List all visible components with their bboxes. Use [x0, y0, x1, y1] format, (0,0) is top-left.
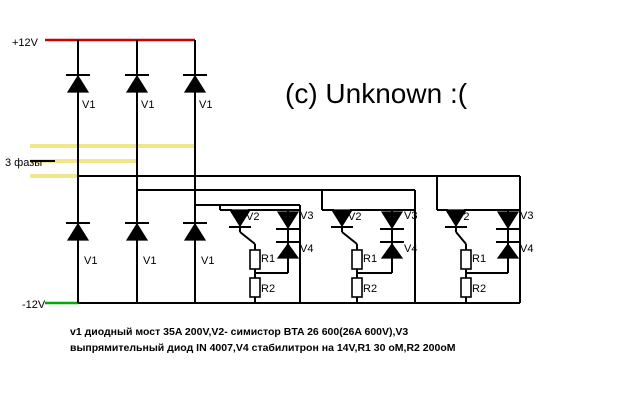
label-r1-unit-2: R1	[363, 253, 377, 265]
label-v4-unit-2: V4	[404, 243, 417, 255]
label-v1-bottom-2: V1	[143, 255, 156, 267]
regulator-unit-3	[436, 176, 521, 303]
watermark-text: (c) Unknown :(	[285, 78, 468, 109]
input-label: 3 фазы	[5, 157, 42, 169]
label-v1-bottom-1: V1	[84, 255, 97, 267]
caption-line-2: выпрямительный диод IN 4007,V4 стабилитр…	[70, 342, 456, 354]
label-v4-unit-1: V4	[300, 243, 313, 255]
label-v4-unit-3: V4	[520, 243, 533, 255]
label-r2-unit-2: R2	[363, 283, 377, 295]
label-v1-bottom-3: V1	[201, 255, 214, 267]
bridge-diode-top-2	[125, 74, 149, 93]
label-v1-top-2: V1	[141, 99, 154, 111]
bridge-diode-bottom-3	[183, 222, 207, 241]
bridge-diode-bottom-1	[66, 222, 90, 241]
label-v2-unit-2: V2	[348, 211, 361, 223]
label-r1-unit-1: R1	[261, 253, 275, 265]
label-v3-unit-2: V3	[404, 210, 417, 222]
label-v2-unit-1: V2	[246, 211, 259, 223]
label-v3-unit-1: V3	[300, 210, 313, 222]
label-r1-unit-3: R1	[472, 253, 486, 265]
bridge-diode-bottom-2	[125, 222, 149, 241]
label-v2-unit-3: V2	[456, 211, 469, 223]
bridge-diode-top-3	[183, 74, 207, 93]
label-r2-unit-1: R2	[261, 283, 275, 295]
regulator-unit-1	[195, 204, 301, 303]
label-v1-top-1: V1	[82, 99, 95, 111]
negative-rail-label: -12V	[22, 299, 46, 311]
label-v1-top-3: V1	[199, 99, 212, 111]
caption-line-1: v1 диодный мост 35A 200V,V2- симистор BT…	[70, 326, 409, 338]
label-v3-unit-3: V3	[520, 210, 533, 222]
regulator-unit-2	[321, 190, 416, 303]
label-r2-unit-3: R2	[472, 283, 486, 295]
bridge-diode-top-1	[66, 74, 90, 93]
positive-rail-label: +12V	[12, 37, 39, 49]
